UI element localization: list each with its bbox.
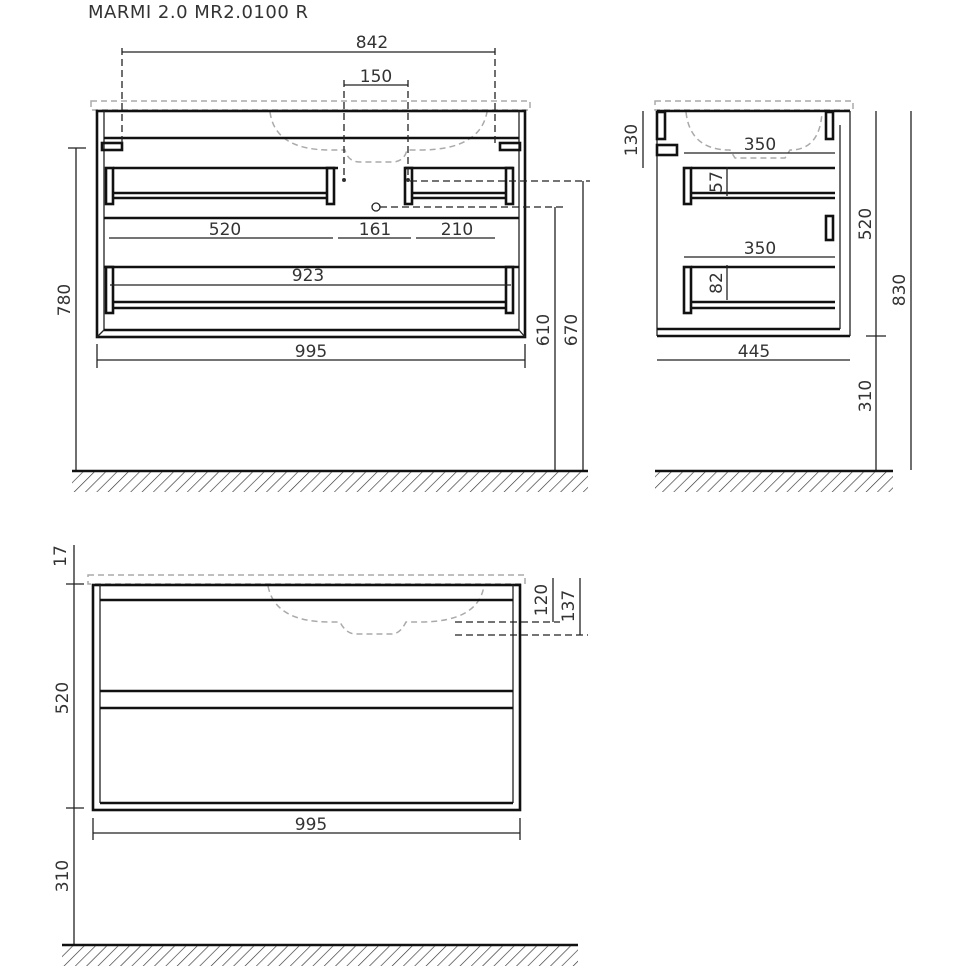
dim-350-lower: 350	[744, 239, 776, 259]
side-view: 130 350 57 350 82 520 830 445 310	[622, 100, 912, 492]
cabinet-body	[95, 109, 527, 339]
bottom-view: 17 120 137 520 995 310	[51, 545, 588, 966]
upper-drawer-left	[104, 166, 338, 206]
dim-923: 923	[292, 266, 324, 286]
dim-350-upper: 350	[744, 135, 776, 155]
floor-hatch	[72, 472, 588, 492]
dim-310-side: 310	[856, 380, 876, 412]
dim-210: 210	[441, 220, 473, 240]
dim-830: 830	[890, 274, 910, 306]
basin-outline	[269, 111, 488, 163]
dim-520-bottom: 520	[53, 682, 73, 714]
dim-780: 780	[55, 284, 75, 316]
dim-130: 130	[622, 124, 642, 156]
dim-520-side: 520	[856, 208, 876, 240]
dim-995: 995	[295, 342, 327, 362]
lower-drawer	[104, 265, 519, 315]
dim-670: 670	[562, 314, 582, 346]
dim-57: 57	[707, 171, 727, 193]
dim-161: 161	[359, 220, 391, 240]
dim-150: 150	[360, 67, 392, 87]
dim-82: 82	[707, 272, 727, 294]
dim-610: 610	[534, 314, 554, 346]
dim-310-bottom: 310	[53, 860, 73, 892]
dim-995-bottom: 995	[295, 815, 327, 835]
drawing-title: MARMI 2.0 MR2.0100 R	[88, 2, 309, 23]
dim-120: 120	[532, 584, 552, 616]
upper-drawer-right	[403, 166, 515, 206]
dim-17: 17	[51, 545, 71, 567]
dim-520: 520	[209, 220, 241, 240]
front-view: 842 150 520 161 210 923 995 780 610 670	[55, 33, 590, 492]
dim-445: 445	[738, 342, 770, 362]
dim-842: 842	[356, 33, 388, 53]
dim-137: 137	[559, 590, 579, 622]
countertop-outline	[90, 100, 531, 111]
